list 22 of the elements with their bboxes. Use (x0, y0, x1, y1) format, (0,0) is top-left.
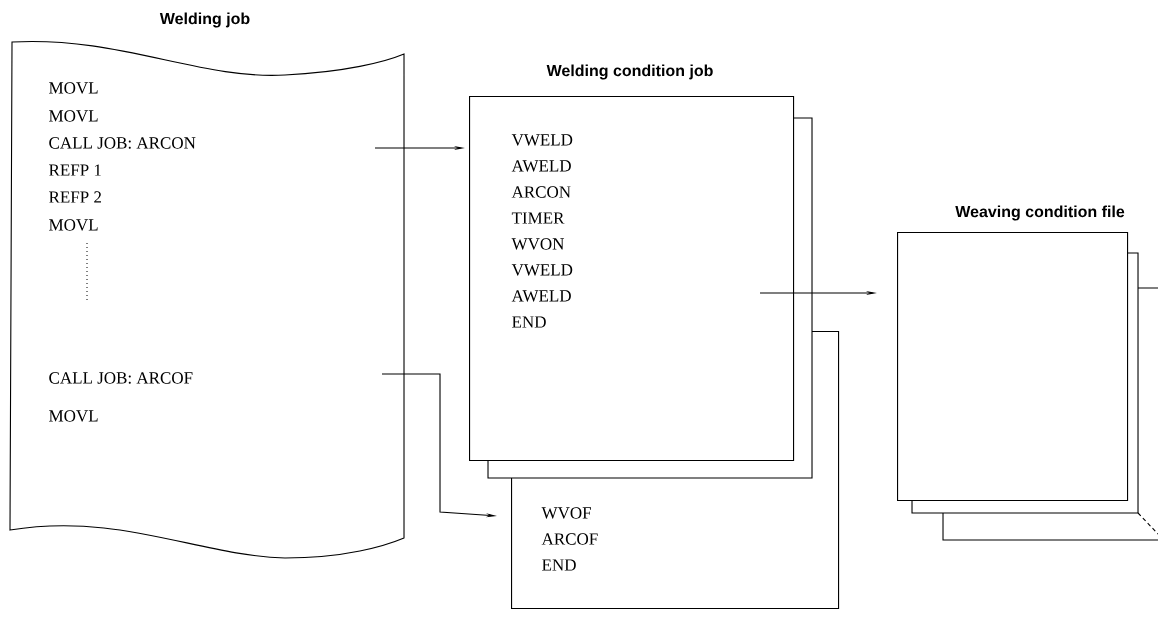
code-line: VWELD (511, 264, 573, 276)
heading: Welding job (159, 12, 250, 28)
heading: Weaving condition file (955, 205, 1125, 221)
code-line: END (512, 316, 546, 328)
code-line: CALL JOB: ARCOF (49, 372, 193, 384)
code-line: CALL JOB: ARCON (49, 137, 196, 149)
code-line: MOVL (49, 410, 98, 422)
code-line: ARCON (511, 186, 571, 198)
code-line: ARCOF (541, 533, 598, 545)
code-line: END (542, 559, 576, 571)
heading: Welding condition job (546, 64, 713, 80)
code-line: REFP 1 (49, 164, 101, 176)
code-line: VWELD (511, 134, 573, 146)
code-line: MOVL (49, 219, 98, 231)
code-line: AWELD (511, 290, 571, 302)
code-line: AWELD (511, 160, 571, 172)
code-line: MOVL (49, 110, 98, 122)
code-line: REFP 2 (49, 191, 101, 203)
code-line: WVON (511, 238, 565, 250)
code-line: WVOF (541, 507, 591, 519)
code-line: MOVL (49, 82, 98, 94)
code-line: TIMER (511, 212, 565, 224)
